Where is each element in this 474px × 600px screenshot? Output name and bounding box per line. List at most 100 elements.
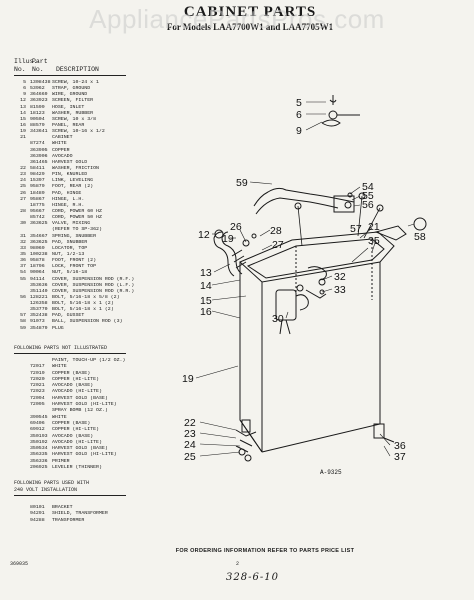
part-description: STRAP, GROUND xyxy=(52,86,91,92)
part-description: HARVEST GOLD xyxy=(52,159,88,165)
illus-number: 33 xyxy=(20,245,26,251)
illus-number: 22 xyxy=(20,165,26,171)
table-row: 390545 WHITE xyxy=(14,415,214,421)
illus-number: 27 xyxy=(20,196,26,202)
part-description: LINK, LEVELING xyxy=(52,178,94,184)
callout-35: 35 xyxy=(368,235,380,247)
part-description: SPRING, SNUBBER xyxy=(52,233,97,239)
illus-number: 23 xyxy=(20,172,26,178)
part-number: 69406 xyxy=(30,420,45,426)
part-description: HARVEST GOLD (HI-LITE) xyxy=(52,452,117,458)
part-number: 363906 xyxy=(30,153,48,159)
part-number: 390545 xyxy=(30,414,48,420)
illus-number: 5 xyxy=(23,80,26,85)
callout-36: 36 xyxy=(394,440,406,452)
part-number: 58411 xyxy=(30,165,45,171)
col-illus-no: No. xyxy=(14,66,26,73)
illus-number: 36 xyxy=(20,258,26,264)
part-description: PIN, KNURLED xyxy=(52,172,88,178)
inlet-hose-illustration xyxy=(213,229,257,277)
part-description: COVER, SUSPENSION ROD (L.F.) xyxy=(52,282,135,288)
col-part: Part xyxy=(32,58,48,65)
part-number: 354667 xyxy=(30,233,48,239)
part-number: 72021 xyxy=(30,383,45,389)
part-number: 364669 xyxy=(30,92,48,98)
part-number: 353770 xyxy=(30,307,48,313)
page-subtitle: For Models LAA7700W1 and LAA7705W1 xyxy=(166,22,334,32)
part-description: BOLT, 5/16-18 x 1 (2) xyxy=(52,307,114,313)
part-description: LOCATOR, TOP xyxy=(52,245,88,251)
part-description: BOLT, 5/16-18 x 1 (2) xyxy=(52,301,114,307)
part-description: WIRE, GROUND xyxy=(52,92,88,98)
header-rule xyxy=(14,75,126,76)
part-number: 363923 xyxy=(30,98,48,104)
part-description: PAINT, TOUCH-UP (1/2 OZ.) xyxy=(52,358,126,363)
part-description: WASHER, RUBBER xyxy=(52,110,94,116)
part-number: 18123 xyxy=(30,110,45,116)
part-number: 100238 xyxy=(30,251,48,257)
callout-12: 12 xyxy=(198,229,210,241)
part-description: HARVEST GOLD (BASE) xyxy=(52,395,108,401)
part-description: PAD, SNUBBER xyxy=(52,239,88,245)
part-description: TRANSFORMER xyxy=(52,517,85,523)
callout-58: 58 xyxy=(414,231,426,243)
part-description: HARVEST GOLD (BASE) xyxy=(52,446,108,452)
illus-number: 58 xyxy=(20,319,26,325)
part-description: AVOCADO (BASE) xyxy=(52,383,94,389)
part-number: 72094 xyxy=(30,395,45,401)
part-description: COPPER xyxy=(52,147,70,153)
part-number: 95879 xyxy=(30,184,45,190)
callout-24: 24 xyxy=(184,439,196,451)
part-number: 356335 xyxy=(30,452,48,458)
part-number: 343641 xyxy=(30,129,48,135)
doc-number: 369035 xyxy=(10,561,29,567)
part-description: FOOT, FRONT (2) xyxy=(52,258,97,264)
part-number: 98429 xyxy=(30,172,45,178)
part-description: LEVELER (THINNER) xyxy=(52,465,102,471)
part-description: HINGE, R.H. xyxy=(52,202,85,208)
callout-37: 37 xyxy=(394,451,406,463)
part-number: 15397 xyxy=(30,178,45,184)
illus-number: 55 xyxy=(20,276,26,282)
callout-28: 28 xyxy=(270,225,282,237)
not-illustrated-rule xyxy=(14,353,126,354)
part-description: SCREW, 10 x 3/8 xyxy=(52,116,97,122)
part-description: NUT, 1/2-13 xyxy=(52,251,85,257)
part-description: WHITE xyxy=(52,414,67,420)
table-row: SPRAY BOMB (12 OZ.) xyxy=(14,408,214,414)
callout-6: 6 xyxy=(296,109,302,121)
part-number: 87274 xyxy=(30,141,45,147)
callout-23: 23 xyxy=(184,428,196,440)
part-number: 354879 xyxy=(30,325,48,331)
part-description: WASHER, FRICTION xyxy=(52,165,99,171)
part-description: SHIELD, TRANSFORMER xyxy=(52,511,108,517)
part-number: 95667 xyxy=(30,208,45,214)
illus-number: 32 xyxy=(20,239,26,245)
table-row: 356335 HARVEST GOLD (HI-LITE) xyxy=(14,452,214,458)
callout-57: 57 xyxy=(350,223,362,235)
